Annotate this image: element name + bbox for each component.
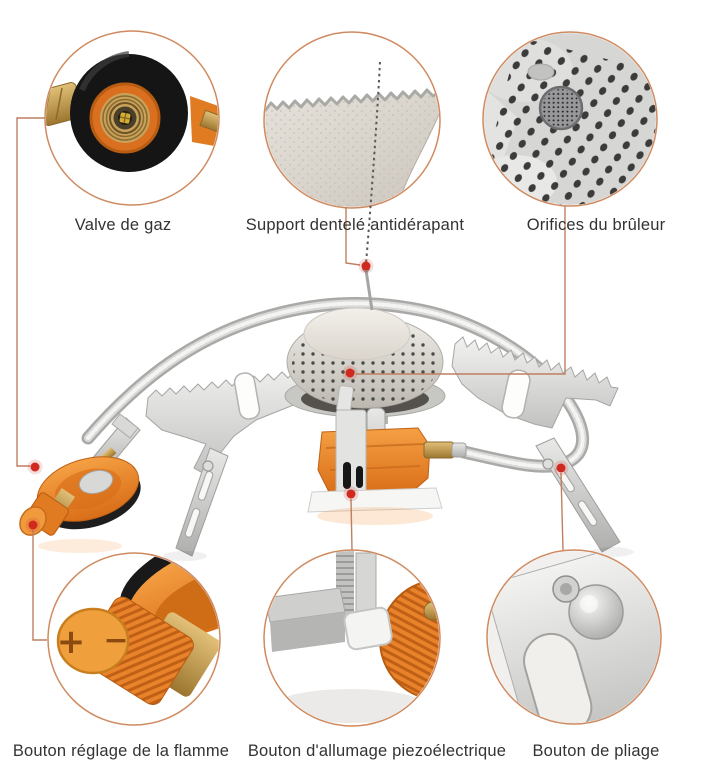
right-leg-rivet xyxy=(542,458,554,470)
label-support-dentele: Support dentelé antidérapant xyxy=(245,216,465,234)
marker-dot-flame-knob xyxy=(28,520,38,530)
label-reglage-flamme: Bouton réglage de la flamme xyxy=(12,742,230,760)
leg-slot xyxy=(523,632,593,723)
piezo-button xyxy=(343,606,393,651)
connector-fold-button xyxy=(560,472,564,551)
marker-dot-piezo xyxy=(346,489,356,499)
label-bouton-pliage: Bouton de pliage xyxy=(532,742,660,760)
connector-support xyxy=(345,207,361,266)
stove-burner-dome xyxy=(284,264,446,424)
marker-dot-orifices xyxy=(345,368,355,378)
marker-dots xyxy=(25,258,569,533)
knob-minus-marking: − xyxy=(103,623,128,658)
label-valve-de-gaz: Valve de gaz xyxy=(74,216,172,234)
connector-valve xyxy=(16,117,45,467)
callout-circle-support xyxy=(263,31,441,209)
callout-circle-valve xyxy=(44,30,220,206)
ignition-electrode xyxy=(364,269,374,311)
knob-plus-marking: + xyxy=(57,622,86,662)
callout-connectors xyxy=(16,117,566,641)
left-leg-rivet xyxy=(202,460,214,472)
brass-hose-fitting xyxy=(423,441,455,459)
stove-igniter-assembly xyxy=(307,407,467,525)
callout-circle-orifices xyxy=(482,31,658,207)
callout-circle-piezo xyxy=(263,549,441,727)
label-allumage-piezo: Bouton d'allumage piezoélectrique xyxy=(247,742,507,760)
connector-flame-knob xyxy=(32,530,47,641)
ignition-wire xyxy=(365,61,381,265)
callout-circle-fold-button xyxy=(486,549,662,725)
marker-dot-support xyxy=(361,261,371,271)
connector-orifices xyxy=(356,206,566,375)
label-orifices-bruleur: Orifices du brûleur xyxy=(526,216,666,234)
stove-valve-assembly xyxy=(19,413,141,553)
marker-dot-valve xyxy=(30,462,40,472)
stove-right-arm xyxy=(451,336,621,553)
marker-dot-fold-button xyxy=(556,463,566,473)
knob-face xyxy=(56,607,130,675)
connector-piezo xyxy=(350,498,353,551)
stove-photo xyxy=(19,264,634,561)
